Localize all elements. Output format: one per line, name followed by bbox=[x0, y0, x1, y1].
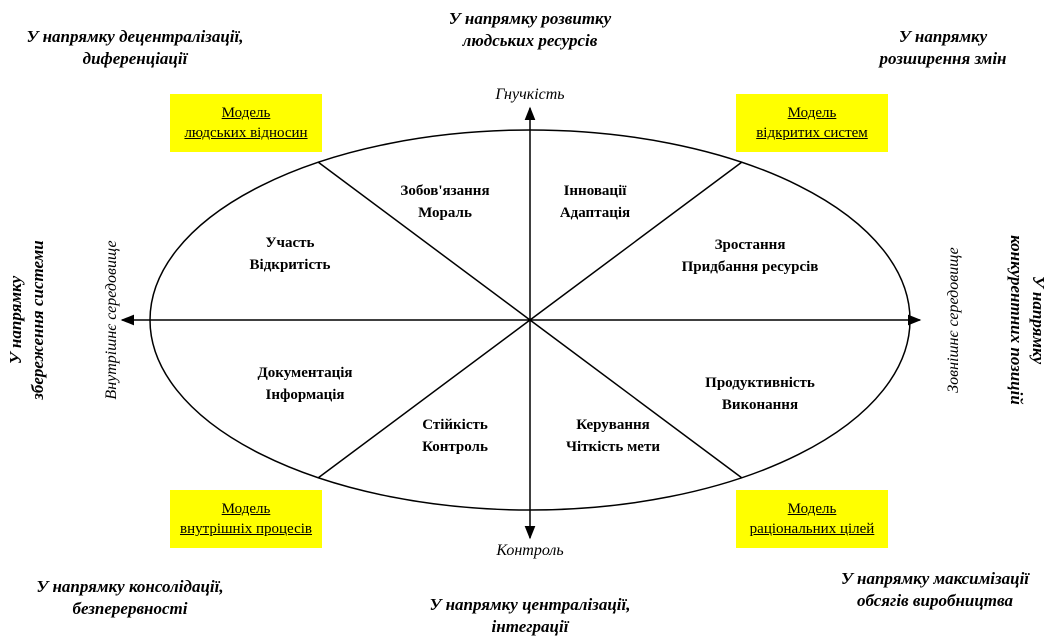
model-open-systems: Модель відкритих систем bbox=[736, 94, 888, 152]
model-internal-process-line1: Модель bbox=[221, 501, 271, 517]
diagonal-divider-tl bbox=[317, 161, 531, 321]
direction-top-right: У напрямку розширення змін bbox=[879, 27, 1007, 68]
axis-label-control: Контроль bbox=[496, 542, 564, 559]
model-rational-goals: Модель раціональних цілей bbox=[736, 490, 888, 548]
model-rational-goals-line2: раціональних цілей bbox=[749, 521, 875, 537]
sector-productivity: Продуктивність Виконання bbox=[705, 375, 815, 413]
sector-innovation: Інновації Адаптація bbox=[559, 183, 631, 221]
sector-management: Керування Чіткість мети bbox=[566, 417, 660, 455]
model-human-relations-line2: людських відносин bbox=[184, 125, 308, 141]
sector-participation: Участь Відкритість bbox=[249, 235, 331, 273]
diagonal-divider-br bbox=[529, 319, 743, 479]
model-rational-goals-line1: Модель bbox=[787, 501, 837, 517]
model-open-systems-line2: відкритих систем bbox=[756, 125, 868, 141]
sector-growth: Зростання Придбання ресурсів bbox=[681, 237, 819, 275]
sector-stability: Стійкість Контроль bbox=[422, 417, 488, 455]
direction-bottom: У напрямку централізації, інтеграції bbox=[429, 595, 631, 636]
axis-label-flexibility: Гнучкість bbox=[495, 86, 565, 103]
direction-top: У напрямку розвитку людських ресурсів bbox=[448, 9, 612, 50]
model-internal-process-line2: внутрішніх процесів bbox=[179, 521, 312, 537]
diagonal-divider-bl bbox=[317, 319, 531, 479]
direction-bottom-left: У напрямку консолідації, безперервності bbox=[36, 577, 224, 618]
direction-top-left: У напрямку децентралізації, диференціаці… bbox=[26, 27, 244, 68]
direction-right: У напрямку конкурентних позицій bbox=[1007, 235, 1048, 405]
direction-bottom-right: У напрямку максимізації обсягів виробниц… bbox=[840, 569, 1030, 610]
sector-documentation: Документація Інформація bbox=[257, 365, 353, 403]
sector-commitment: Зобов'язання Мораль bbox=[400, 183, 490, 221]
axis-label-external-environment: Зовнішнє середовище bbox=[945, 247, 962, 393]
model-internal-process: Модель внутрішніх процесів bbox=[170, 490, 322, 548]
model-open-systems-line1: Модель bbox=[787, 105, 837, 121]
diagonal-divider-tr bbox=[529, 161, 743, 321]
direction-left: У напрямку збереження системи bbox=[6, 240, 47, 400]
model-human-relations: Модель людських відносин bbox=[170, 94, 322, 152]
axis-label-internal-environment: Внутрішнє середовище bbox=[103, 240, 120, 400]
model-human-relations-line1: Модель bbox=[221, 105, 271, 121]
